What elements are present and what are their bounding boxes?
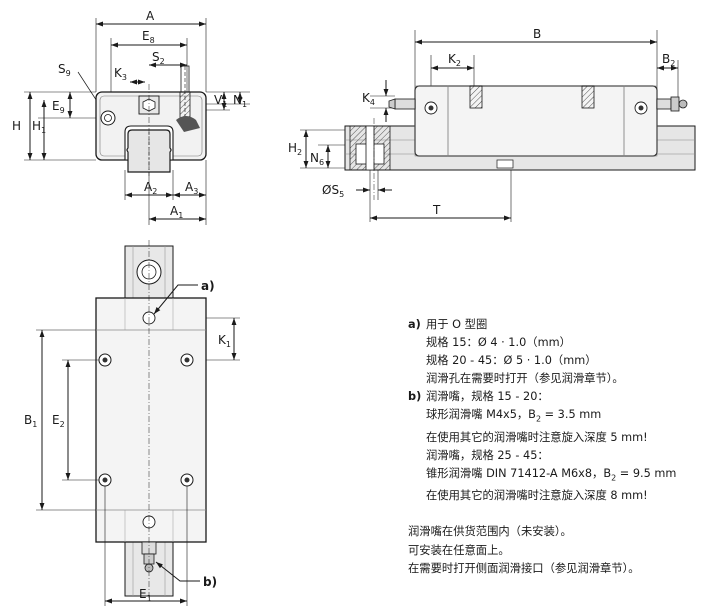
top-view	[36, 240, 240, 606]
dim-B: B	[533, 27, 541, 41]
svg-text:E2: E2	[52, 413, 65, 429]
dim-N1: N	[233, 93, 242, 107]
dim-S5: ØS	[322, 183, 339, 197]
dim-N6: N	[310, 151, 319, 165]
note-a-line-1: a)用于 O 型圈	[408, 316, 716, 334]
side-view-labels: B K2 B2 K4 H2 N6 ØS5 T	[288, 27, 675, 217]
dim-B1: B	[24, 413, 32, 427]
dim-B2: B	[662, 52, 670, 66]
note-general-line-1: 润滑嘴在供货范围内（未安装）。	[408, 525, 572, 539]
note-b-line-4: 润滑嘴，规格 25 - 45：	[426, 448, 549, 462]
dim-K4: K	[362, 91, 371, 105]
svg-text:K4: K4	[362, 91, 375, 107]
front-view-labels: A E8 S2 S9 K3 E9 H H1 V1 N1 A2 A3 A1	[12, 9, 247, 220]
note-b-line-2: 球形润滑嘴 M4x5，B2 = 3.5 mm	[426, 408, 602, 424]
dim-E8: E	[142, 29, 150, 43]
svg-text:K1: K1	[218, 333, 231, 349]
svg-text:V1: V1	[214, 93, 227, 109]
svg-text:A3: A3	[185, 180, 198, 196]
dim-S2: S	[152, 50, 160, 64]
note-b-line-5: 锥形润滑嘴 DIN 71412-A M6x8，B2 = 9.5 mm	[426, 467, 677, 483]
svg-text:N1: N1	[233, 93, 247, 109]
svg-text:E8: E8	[142, 29, 155, 45]
dim-V1: V	[214, 93, 223, 107]
dim-A1: A	[170, 204, 179, 218]
notes-panel: a)用于 O 型圈 规格 15：Ø 4 · 1.0（mm） 规格 20 - 45…	[408, 316, 716, 578]
svg-text:A2: A2	[144, 180, 157, 196]
side-view	[300, 30, 696, 222]
note-a-line-2: 规格 15：Ø 4 · 1.0（mm）	[426, 336, 571, 350]
note-b-line-3: 在使用其它的润滑嘴时注意旋入深度 5 mm!	[426, 430, 648, 444]
dim-E9: E	[52, 99, 60, 113]
dim-A2: A	[144, 180, 153, 194]
dim-K2: K	[448, 52, 457, 66]
note-a-line-4: 润滑孔在需要时打开（参见润滑章节）。	[426, 372, 624, 386]
note-general-line-3: 在需要时打开侧面润滑接口（参见润滑章节）。	[408, 561, 640, 575]
callout-a-label: a)	[201, 279, 215, 293]
note-general-line-2: 可安装在任意面上。	[408, 543, 510, 557]
dim-H1: H	[32, 119, 41, 133]
top-view-labels: a) b) K1 B1 E2 E1	[24, 279, 231, 603]
svg-text:ØS5: ØS5	[322, 183, 344, 199]
svg-text:B1: B1	[24, 413, 37, 429]
dim-E2: E	[52, 413, 60, 427]
dim-H: H	[12, 119, 21, 133]
svg-text:H1: H1	[32, 119, 46, 135]
note-a-tag: a)	[408, 318, 421, 331]
dim-K3: K	[114, 66, 123, 80]
note-b-line-1: b)润滑嘴，规格 15 - 20：	[408, 388, 716, 406]
svg-text:H2: H2	[288, 141, 302, 157]
svg-text:S9: S9	[58, 62, 71, 78]
svg-text:N6: N6	[310, 151, 324, 167]
svg-text:K3: K3	[114, 66, 127, 82]
note-a-line-3: 规格 20 - 45：Ø 5 · 1.0（mm）	[426, 354, 597, 368]
note-b-line-6: 在使用其它的润滑嘴时注意旋入深度 8 mm!	[426, 489, 648, 503]
dim-T: T	[432, 203, 441, 217]
dim-S9: S	[58, 62, 66, 76]
note-b-tag: b)	[408, 390, 422, 404]
svg-text:B2: B2	[662, 52, 675, 68]
callout-b-label: b)	[203, 575, 217, 589]
front-view	[24, 18, 250, 225]
dim-K1: K	[218, 333, 227, 347]
dim-A: A	[146, 9, 155, 23]
notes-spacer	[408, 505, 716, 523]
svg-text:S2: S2	[152, 50, 165, 66]
dim-E1: E	[139, 587, 147, 601]
dim-H2: H	[288, 141, 297, 155]
svg-text:A1: A1	[170, 204, 183, 220]
svg-text:E9: E9	[52, 99, 65, 115]
svg-text:E1: E1	[139, 587, 152, 603]
svg-text:K2: K2	[448, 52, 461, 68]
dim-A3: A	[185, 180, 194, 194]
